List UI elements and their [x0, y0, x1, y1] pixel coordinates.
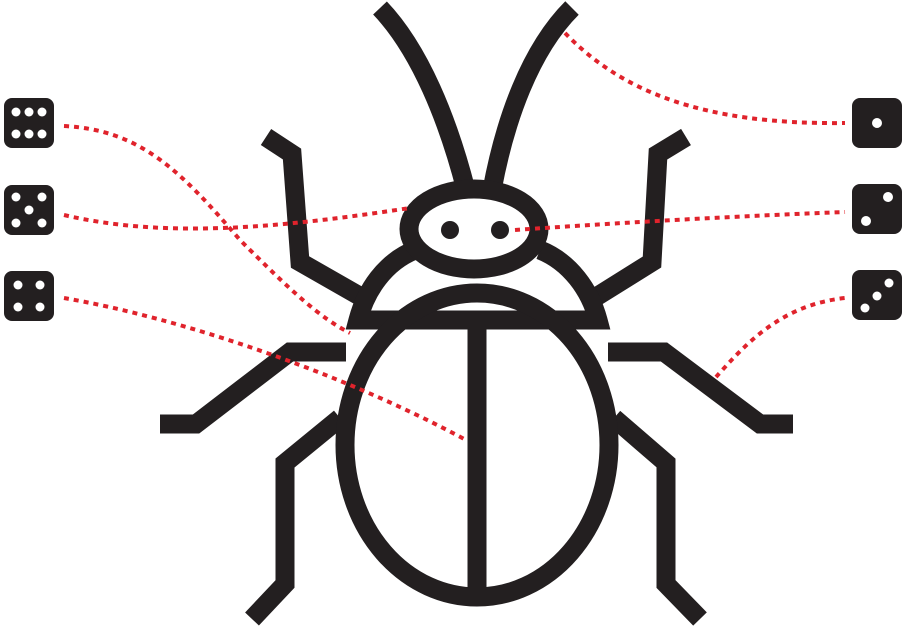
mid-left-leg [160, 352, 346, 424]
die-four-icon [4, 271, 54, 321]
left-eye [441, 221, 459, 239]
connector-die-three [716, 298, 845, 377]
left-antenna [380, 8, 466, 190]
connector-die-five [64, 208, 410, 229]
rear-left-leg [252, 418, 340, 619]
die-six-icon [4, 98, 54, 148]
front-right-leg [588, 137, 686, 302]
right-antenna [492, 8, 572, 190]
beetle [160, 8, 793, 619]
connector-die-one [565, 33, 845, 123]
rear-right-leg [614, 418, 700, 619]
die-three-icon [852, 270, 902, 320]
mid-right-leg [608, 352, 793, 424]
die-one-icon [852, 98, 902, 148]
die-two-icon [852, 184, 902, 234]
connector-die-two [515, 212, 845, 230]
die-five-icon [4, 185, 54, 235]
right-eye [491, 221, 509, 239]
front-left-leg [266, 137, 370, 302]
